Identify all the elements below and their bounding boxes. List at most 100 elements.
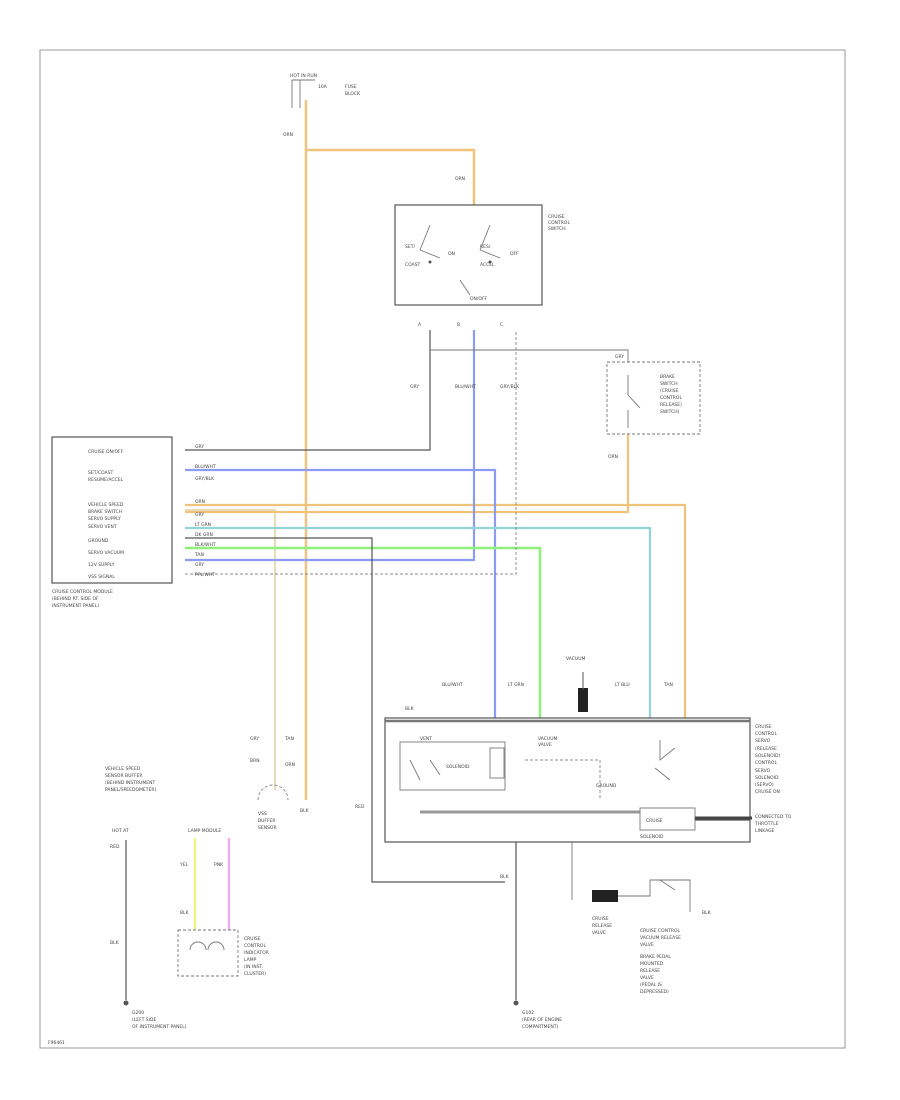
valve-note-3: VALVE — [640, 975, 654, 981]
corner-id: F96461 — [48, 1040, 65, 1046]
cruise-control-switch: ORN CRUISE CONTROL SWITCH SET/ COAST RES… — [394, 176, 570, 390]
module-wire-4: GRY — [195, 512, 204, 518]
servo-title-8: (SERVO) — [755, 782, 774, 788]
valve-caption-1: RELEASE — [592, 923, 612, 929]
vss-title-0: VEHICLE SPEED — [105, 766, 141, 772]
fuse-block: HOT IN RUN 10A FUSE BLOCK ORN — [283, 73, 361, 138]
switch-contact-set: SET/ — [405, 244, 415, 250]
vss-wire-0: GRY — [250, 736, 259, 742]
left-wire-red: RED — [110, 844, 120, 850]
lamp-module: LAMP MODULE YEL PNK BLK CRUISE CONTROL I… — [177, 828, 269, 977]
lamp-caption-4: (IN INST. — [244, 964, 263, 970]
valve-note-2: RELEASE — [640, 968, 660, 974]
release-valve: CRUISE RELEASE VALVE CRUISE CONTROL VACU… — [592, 879, 712, 995]
servo-top-wire-5: TAN — [663, 682, 673, 688]
module-row-7: GROUND — [88, 538, 109, 544]
servo-title-1: CONTROL — [755, 731, 777, 737]
servo-title-9: CRUISE ON — [755, 789, 780, 795]
module-wire-9: GRY — [195, 562, 204, 568]
switch-out-wire-c: GRY/BLK — [500, 384, 520, 390]
wire-orange-brake — [185, 430, 687, 718]
left-power: HOT AT RED BLK — [110, 828, 129, 946]
module-wire-1: BLU/WHT — [195, 464, 216, 470]
brake-wire-in: GRY — [615, 354, 624, 360]
switch-contact-on: ON — [448, 251, 455, 257]
servo-top-wire-4: LT BLU — [615, 682, 630, 688]
servo-inner-cruise: CRUISE — [646, 818, 663, 824]
wire-tan — [185, 508, 277, 790]
power-left-wire-0: RED — [355, 804, 365, 810]
vss-caption-1: BUFFER — [258, 818, 276, 824]
servo-top-wire-3: VACUUM — [566, 656, 586, 662]
vss-wire-2: BRN — [250, 758, 260, 764]
module-row-5: SERVO SUPPLY — [88, 516, 121, 522]
diagram-frame — [39, 49, 846, 1049]
switch-contact-off: OFF — [510, 251, 519, 257]
vss-buffer: VEHICLE SPEED SENSOR BUFFER (BEHIND INST… — [105, 736, 365, 831]
power-left-wire-1: BLK — [300, 808, 310, 814]
brake-wire-out: ORN — [608, 454, 618, 460]
wire-gray-cruise-on — [185, 330, 431, 451]
servo-bottom-wire: BLK — [500, 874, 510, 880]
valve-note-5: DEPRESSED) — [640, 989, 669, 995]
switch-out-wire-b: BLU/WHT — [455, 384, 476, 390]
servo-top-wire-2: LT GRN — [508, 682, 524, 688]
brake-title-4: CONTROL — [660, 395, 682, 401]
brake-title-2: SWITCH — [660, 381, 678, 387]
vss-title-3: PANEL/SPEEDOMETER) — [105, 787, 156, 793]
lamp-wire-pnk: PNK — [214, 862, 224, 868]
servo-title-0: CRUISE — [755, 724, 772, 730]
wire-gray-brake-feed — [430, 349, 629, 362]
servo-right-label-0: CONNECTED TO — [755, 814, 792, 820]
wire-gray-ground-module — [185, 537, 505, 883]
lamp-caption-1: CONTROL — [244, 943, 266, 949]
servo-title-6: SERVO — [755, 768, 771, 774]
vent-solenoid — [399, 741, 506, 791]
ground-left-0: G200 — [132, 1010, 144, 1016]
vss-title-1: SENSOR BUFFER — [105, 773, 143, 779]
module-wire-5: LT GRN — [195, 522, 211, 528]
valve-right-2: VALVE — [640, 942, 654, 948]
lamp-caption-0: CRUISE — [244, 936, 261, 942]
fuse-wire-label: ORN — [283, 132, 293, 138]
brake-switch: BRAKE SWITCH (CRUISE CONTROL RELEASE) SW… — [606, 354, 701, 460]
switch-pin-c: C — [500, 322, 503, 328]
servo-inner-valve: VALVE — [538, 742, 552, 748]
valve-caption-2: VALVE — [592, 930, 606, 936]
switch-pin-a: A — [418, 322, 422, 328]
fuse-num-label: 10A — [318, 84, 328, 90]
switch-bottom-label: ON/OFF — [470, 296, 488, 302]
servo-title-2: SERVO — [755, 738, 771, 744]
ground-right-0: G102 — [522, 1010, 534, 1016]
module-wire-6: DK GRN — [195, 532, 213, 538]
fuse-block-label: BLOCK — [345, 91, 361, 97]
vss-wire-3: ORN — [285, 762, 295, 768]
servo-title-3: (RELEASE — [755, 746, 777, 752]
module-wire-8: TAN — [194, 552, 204, 558]
lamp-wire-blk: BLK — [180, 910, 190, 916]
ground-left-2: OF INSTRUMENT PANEL) — [132, 1024, 187, 1030]
vss-title-2: (BEHIND INSTRUMENT — [105, 780, 155, 786]
cruise-control-module: CRUISE ON/OFF SET/COAST RESUME/ACCEL VEH… — [51, 436, 216, 609]
servo-inner-solenoid: SOLENOID — [446, 764, 470, 770]
switch-contact-accel: ACCEL — [480, 262, 495, 268]
fuse-hot-label: HOT IN RUN — [290, 73, 317, 79]
switch-out-wire-a: GRY — [410, 384, 419, 390]
servo-inner-vent: VENT — [420, 736, 432, 742]
module-caption-2: (BEHIND RT. SIDE OF — [52, 596, 99, 602]
module-row-2: RESUME/ACCEL — [88, 477, 123, 483]
servo-inner-ground: GROUND — [596, 783, 617, 789]
wire-green — [185, 546, 542, 718]
indicator-lamp — [177, 929, 239, 977]
lamp-caption-5: CLUSTER) — [244, 971, 266, 977]
module-box — [51, 436, 173, 584]
left-wire-blk: BLK — [110, 940, 120, 946]
valve-note-1: MOUNTED — [640, 961, 664, 967]
vacuum-hose-fitting — [578, 688, 588, 712]
switch-pin-b: B — [457, 322, 460, 328]
fuse-label: FUSE — [345, 84, 357, 90]
module-wire-0: GRY — [195, 444, 204, 450]
servo-inner-cruise-solenoid: SOLENOID — [640, 834, 664, 840]
module-wire-3: ORN — [195, 499, 205, 505]
